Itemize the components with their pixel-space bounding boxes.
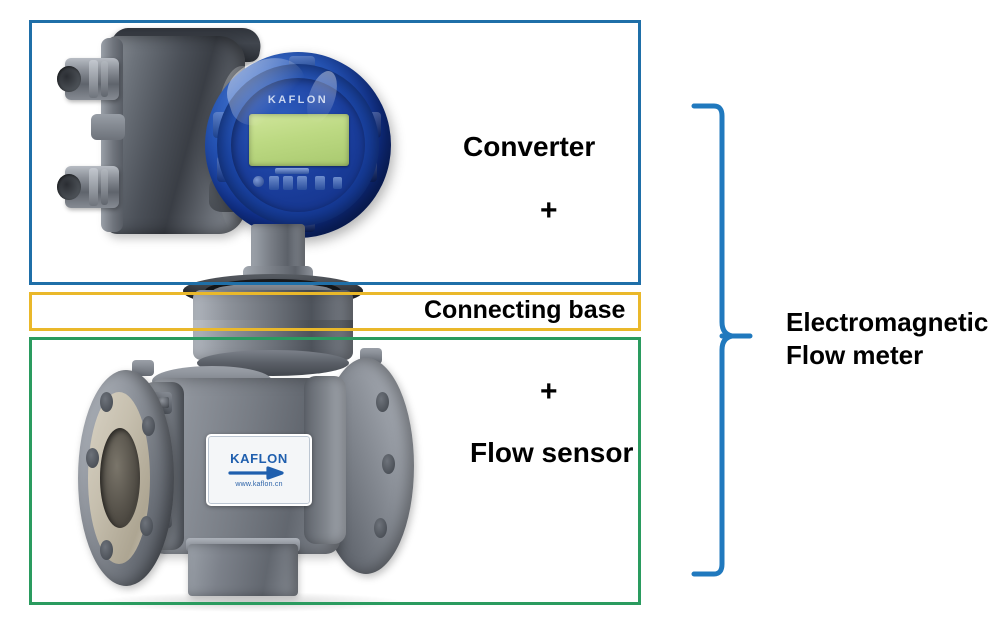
flow-sensor-annotation-box xyxy=(29,337,641,605)
cable-gland-lower xyxy=(55,166,119,208)
gland-port xyxy=(57,174,81,200)
flange-bolt-hole xyxy=(100,392,113,412)
gland-ring-2 xyxy=(101,61,108,97)
electromagnetic-flow-meter-label: Electromagnetic Flow meter xyxy=(786,307,989,371)
kaflon-sticker: KAFLON www.kaflon.cn xyxy=(206,434,312,506)
grouping-brace xyxy=(688,100,758,580)
flange-bolt-hole xyxy=(140,516,153,536)
flange-bolt-hole xyxy=(374,518,387,538)
gland-ring-2 xyxy=(101,169,108,205)
flow-sensor-plus-sign: + xyxy=(540,375,558,408)
converter-label: Converter xyxy=(463,131,596,162)
flange-bore xyxy=(100,428,140,528)
flange-bolt-hole xyxy=(142,416,155,436)
sticker-url: www.kaflon.cn xyxy=(235,481,283,488)
brace-icon xyxy=(691,103,753,577)
connecting-base-annotation-box xyxy=(29,292,641,331)
flange-bolt-hole xyxy=(382,454,395,474)
flange-left xyxy=(78,370,174,586)
flange-bolt-hole xyxy=(376,392,389,412)
converter-plus-sign: + xyxy=(540,194,558,227)
junction-box xyxy=(188,544,298,596)
keypad-bar xyxy=(275,168,309,174)
flow-sensor-assembly: KAFLON www.kaflon.cn xyxy=(60,348,460,612)
housing-notch xyxy=(91,114,125,140)
connecting-base-band xyxy=(193,320,353,328)
connecting-base-body xyxy=(193,290,353,360)
flange-lug-left xyxy=(132,360,154,376)
converter-keypad xyxy=(249,168,349,192)
flow-sensor-label: Flow sensor xyxy=(470,437,634,468)
gland-ring xyxy=(89,60,98,98)
flow-direction-arrow-icon xyxy=(228,466,284,480)
cable-gland-upper xyxy=(55,58,119,100)
converter-annotation-box xyxy=(29,20,641,285)
flange-bolt-hole xyxy=(100,540,113,560)
gland-ring xyxy=(89,168,98,206)
converter-blue-cover: KAFLON xyxy=(205,49,391,238)
flange-bolt-hole xyxy=(86,448,99,468)
gland-port xyxy=(57,66,81,92)
flow-meter-illustration: KAFLON xyxy=(55,18,455,612)
keypad-dot xyxy=(253,176,264,187)
sticker-brand: KAFLON xyxy=(230,451,288,466)
connecting-base-label: Connecting base xyxy=(424,296,626,324)
